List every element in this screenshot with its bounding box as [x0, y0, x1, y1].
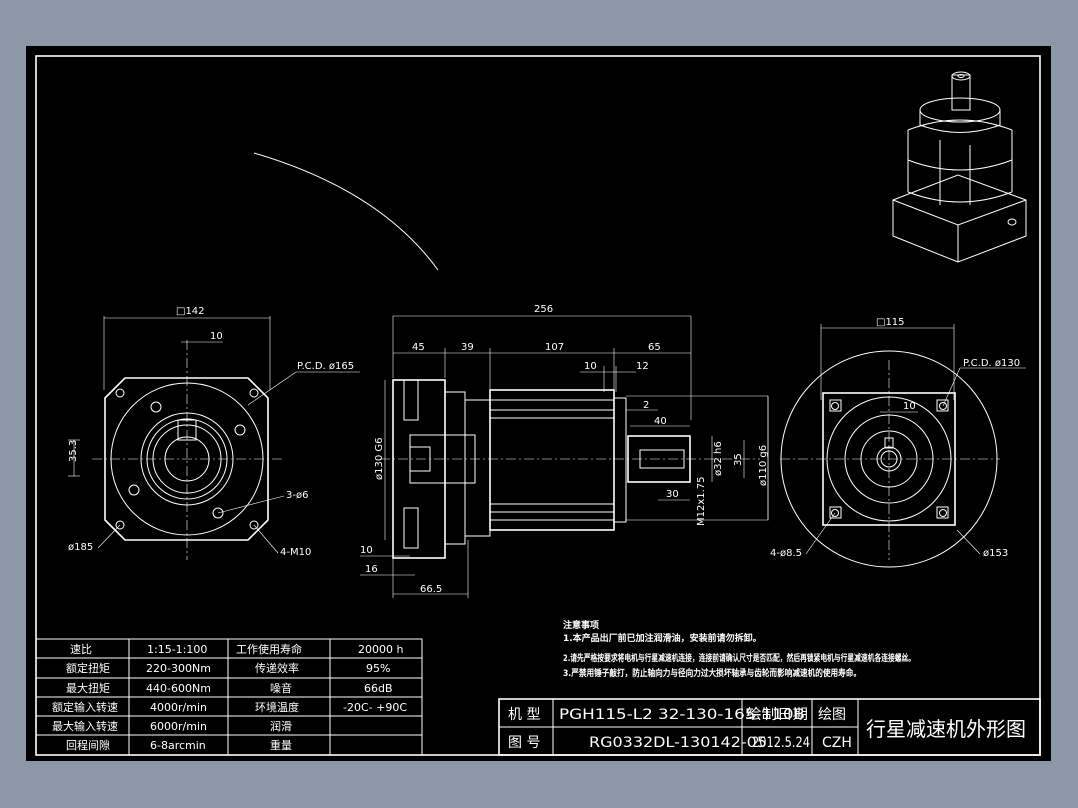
spec-label-efficiency: 传递效率 — [255, 661, 299, 675]
notes-title: 注意事项 — [563, 619, 599, 631]
thread-dim: M12x1.75 — [696, 476, 707, 526]
left-mount-holes-dim: 4-M10 — [280, 547, 311, 558]
title-block: 机 型 PGH115-L2 32-130-165-110B 图 号 RG0332… — [498, 698, 1041, 756]
center-side-view: 256 45 39 107 65 10 12 2 40 — [360, 304, 769, 598]
left-end-view: □142 10 35.3 P.C.D. ø165 3-ø6 ø185 4-M10 — [68, 306, 360, 560]
spec-label-rated-speed: 额定输入转速 — [52, 700, 118, 714]
shoulder-12-dim: 12 — [636, 361, 649, 372]
model-value: PGH115-L2 32-130-165-110B — [559, 707, 805, 723]
notes-line-2: 2.请先严格按要求将电机与行星减速机连接，连接前请确认尺寸是否匹配，然后再锁紧电… — [563, 652, 915, 664]
seg-39-dim: 39 — [461, 342, 474, 353]
spec-value-rated-torque: 220-300Nm — [146, 662, 211, 675]
model-label: 机 型 — [508, 707, 540, 723]
spec-value-rated-speed: 4000r/min — [150, 701, 207, 714]
drawing-title: 行星减速机外形图 — [866, 717, 1026, 741]
spec-value-life: 20000 h — [358, 643, 403, 656]
spec-value-efficiency: 95% — [366, 662, 390, 675]
drawing-no-value: RG0332DL-130142-05 — [589, 735, 767, 751]
spec-value-ambient-temp: -20C- +90C — [343, 701, 407, 714]
right-end-view: □115 P.C.D. ø130 10 4-ø8.5 ø153 — [770, 317, 1026, 568]
notes-line-1: 1.本产品出厂前已加注润滑油，安装前请勿拆卸。 — [563, 632, 762, 644]
right-holes-dim: 4-ø8.5 — [770, 548, 802, 559]
key-offset-dim: 30 — [666, 489, 679, 500]
spec-label-rated-torque: 额定扭矩 — [66, 661, 110, 675]
left-key-width-dim: 10 — [210, 331, 223, 342]
shoulder-10-dim: 10 — [584, 361, 597, 372]
spec-label-life: 工作使用寿命 — [236, 642, 302, 656]
body-length-dim: 107 — [545, 342, 564, 353]
flange-thk-dim: 10 — [360, 545, 373, 556]
pilot-depth-dim: 16 — [365, 564, 378, 575]
chamfer-dim: 2 — [643, 400, 649, 411]
spec-value-max-torque: 440-600Nm — [146, 682, 211, 695]
spec-label-max-torque: 最大扭矩 — [66, 681, 110, 695]
notes-line-3: 3.严禁用锤子敲打，防止轴向力与径向力过大损坏轴承与齿轮而影响减速机的使用寿命。 — [563, 667, 861, 679]
spec-value-ratio: 1:15-1:100 — [147, 643, 207, 656]
spec-label-ambient-temp: 环境温度 — [255, 700, 299, 714]
spec-value-max-speed: 6000r/min — [150, 720, 207, 733]
flange-length-dim: 45 — [412, 342, 425, 353]
drawer-label: 绘图 — [818, 707, 846, 723]
isometric-view — [892, 71, 1027, 263]
shaft-dia-dim: ø32 h6 — [713, 441, 724, 476]
spigot-dia-dim: ø110 g6 — [758, 445, 769, 486]
key-length-dim: 40 — [654, 416, 667, 427]
flange-dia-dim: ø130 G6 — [374, 438, 385, 481]
spec-label-weight: 重量 — [270, 738, 292, 752]
right-pcd-dim: P.C.D. ø130 — [963, 358, 1020, 369]
construction-arc — [253, 152, 439, 271]
total-length-dim: 256 — [534, 304, 553, 315]
spec-label-lubrication: 润滑 — [270, 719, 292, 733]
spec-value-backlash: 6-8arcmin — [150, 739, 206, 752]
left-square-dim: □142 — [176, 306, 205, 317]
input-depth-dim: 66.5 — [420, 584, 442, 595]
technical-notes: 注意事项 1.本产品出厂前已加注润滑油，安装前请勿拆卸。 2.请先严格按要求将电… — [563, 619, 915, 679]
spec-value-noise: 66dB — [364, 682, 393, 695]
spec-label-max-speed: 最大输入转速 — [52, 719, 118, 733]
date-value: 2012.5.24 — [752, 735, 810, 751]
right-key-width-dim: 10 — [903, 401, 916, 412]
left-hole-dim: 3-ø6 — [286, 490, 308, 501]
date-label: 绘制日期 — [746, 707, 808, 723]
shaft-length-dim: 65 — [648, 342, 661, 353]
spec-label-backlash: 回程间隙 — [66, 738, 110, 752]
right-outer-dia-dim: ø153 — [983, 548, 1008, 559]
left-pcd-dim: P.C.D. ø165 — [297, 361, 354, 372]
drawer-value: CZH — [822, 735, 852, 751]
left-height-dim: 35.3 — [68, 440, 79, 462]
left-flange-outline — [104, 377, 269, 541]
left-outer-dia-dim: ø185 — [68, 542, 93, 553]
spec-table: 速比 1:15-1:100 工作使用寿命 20000 h 额定扭矩 220-30… — [35, 638, 423, 756]
spec-label-ratio: 速比 — [70, 643, 92, 656]
right-square-dim: □115 — [876, 317, 905, 328]
key-height-dim: 35 — [733, 453, 744, 466]
drawing-no-label: 图 号 — [508, 735, 540, 751]
spec-label-noise: 噪音 — [270, 681, 292, 695]
drawing-sheet — [26, 46, 1051, 761]
